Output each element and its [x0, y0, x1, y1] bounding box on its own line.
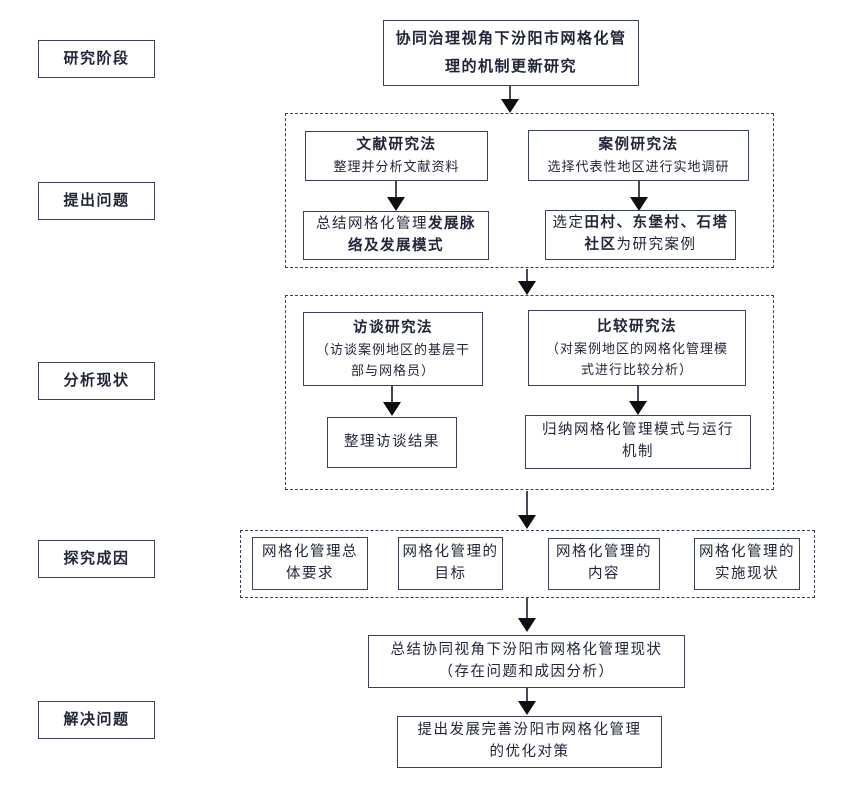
research-title-box: 协同治理视角下汾阳市网格化管 理的机制更新研究	[383, 20, 639, 86]
literature-method-title: 文献研究法	[356, 137, 437, 153]
stage-label-raise-problem: 提出问题	[38, 182, 155, 220]
compare-method-title: 比较研究法	[596, 318, 677, 335]
arrow-problem-to-status-phase	[518, 269, 536, 295]
arrow-head-icon	[630, 197, 648, 211]
stage-label-text: 探究成因	[63, 550, 130, 568]
compare-method-desc: （对案例地区的网格化管理模 式进行比较分析）	[545, 340, 728, 377]
case-method-title: 案例研究法	[598, 136, 679, 153]
cause-box-overall-requirements: 网格化管理总 体要求	[252, 537, 368, 590]
arrow-shaft	[638, 181, 640, 197]
arrow-head-icon	[387, 197, 405, 211]
case-method-desc: 选择代表性地区进行实地调研	[547, 158, 730, 174]
stage-label-text: 研究阶段	[63, 50, 130, 68]
literature-method-box: 文献研究法 整理并分析文献资料	[305, 131, 488, 181]
arrow-head-icon	[501, 99, 519, 113]
status-phase-container	[285, 295, 774, 490]
compare-result-box: 归纳网格化管理模式与运行 机制	[525, 415, 751, 469]
arrow-head-icon	[518, 515, 536, 529]
case-result-box: 选定田村、东堡村、石塔 社区为研究案例	[545, 210, 736, 260]
problem-phase-container	[285, 113, 774, 268]
summary-box: 总结协同视角下汾阳市网格化管理现状 （存在问题和成因分析）	[368, 635, 685, 688]
cause-text: 网格化管理的 实施现状	[699, 544, 795, 582]
arrow-literature-to-result	[387, 181, 405, 211]
case-result-text: 选定田村、东堡村、石塔 社区为研究案例	[552, 215, 729, 253]
cause-box-goals: 网格化管理的 目标	[398, 537, 503, 590]
arrow-head-icon	[518, 701, 536, 715]
arrow-summary-to-proposal	[518, 688, 536, 715]
proposal-box: 提出发展完善汾阳市网格化管理 的优化对策	[397, 716, 662, 768]
arrow-head-icon	[629, 401, 647, 415]
arrow-head-icon	[383, 402, 401, 416]
arrow-head-icon	[518, 281, 536, 295]
stage-label-text: 解决问题	[63, 711, 130, 729]
arrow-shaft	[526, 598, 528, 618]
arrow-shaft	[526, 688, 528, 701]
arrow-causes-to-summary	[518, 598, 536, 632]
case-method-box: 案例研究法 选择代表性地区进行实地调研	[528, 130, 749, 181]
interview-result-box: 整理访谈结果	[327, 417, 457, 468]
arrow-shaft	[395, 181, 397, 197]
cause-text: 网格化管理总 体要求	[262, 543, 358, 582]
stage-label-solve-problem: 解决问题	[38, 701, 155, 739]
literature-result-text: 总结网格化管理发展脉 络及发展模式	[316, 215, 476, 254]
arrow-head-icon	[518, 618, 536, 632]
interview-method-title: 访谈研究法	[352, 319, 433, 336]
arrow-compare-to-result	[629, 386, 647, 415]
cause-text: 网格化管理的 内容	[556, 544, 652, 582]
stage-label-text: 提出问题	[63, 192, 130, 210]
cause-box-content: 网格化管理的 内容	[548, 538, 660, 590]
compare-result-text: 归纳网格化管理模式与运行 机制	[542, 422, 734, 460]
stage-label-analyze-status: 分析现状	[38, 362, 155, 400]
summary-text: 总结协同视角下汾阳市网格化管理现状 （存在问题和成因分析）	[390, 641, 663, 680]
interview-result-text: 整理访谈结果	[344, 433, 440, 450]
stage-label-research-phase: 研究阶段	[38, 40, 155, 78]
arrow-interview-to-result	[383, 386, 401, 416]
interview-method-box: 访谈研究法 （访谈案例地区的基层干 部与网格员）	[303, 312, 483, 386]
literature-method-desc: 整理并分析文献资料	[333, 159, 460, 175]
compare-method-box: 比较研究法 （对案例地区的网格化管理模 式进行比较分析）	[528, 310, 746, 386]
arrow-shaft	[391, 386, 393, 402]
research-title-text: 协同治理视角下汾阳市网格化管 理的机制更新研究	[395, 29, 627, 76]
arrow-shaft	[526, 269, 528, 281]
arrow-title-to-problem-phase	[501, 86, 519, 113]
literature-result-box: 总结网格化管理发展脉 络及发展模式	[303, 211, 489, 260]
interview-method-desc: （访谈案例地区的基层干 部与网格员）	[315, 341, 470, 378]
arrow-case-to-result	[630, 181, 648, 211]
proposal-text: 提出发展完善汾阳市网格化管理 的优化对策	[417, 722, 642, 760]
arrow-shaft	[526, 491, 528, 515]
arrow-shaft	[637, 386, 639, 401]
cause-box-implementation-status: 网格化管理的 实施现状	[694, 538, 800, 590]
cause-text: 网格化管理的 目标	[402, 543, 499, 582]
stage-label-text: 分析现状	[63, 372, 130, 390]
arrow-shaft	[509, 86, 511, 99]
causes-phase-container	[240, 530, 815, 598]
arrow-status-to-causes-phase	[518, 491, 536, 529]
stage-label-explore-causes: 探究成因	[38, 540, 155, 578]
